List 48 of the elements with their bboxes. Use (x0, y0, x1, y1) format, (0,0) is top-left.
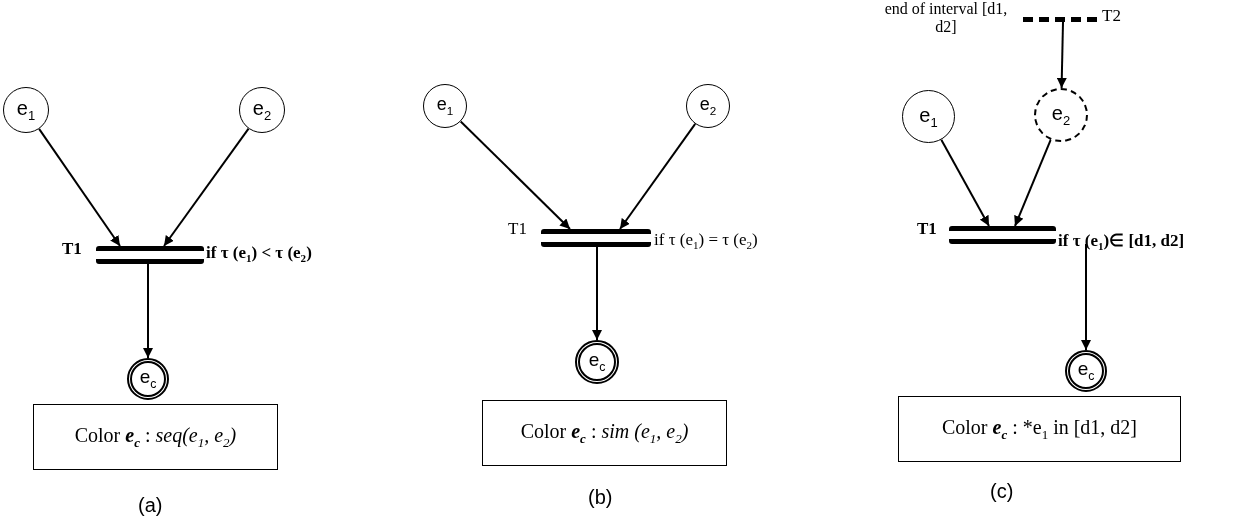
transition-bar (949, 226, 1056, 244)
transition-bar (541, 229, 651, 247)
transition-label: T1 (917, 220, 937, 238)
event-label: e$_{2}$ (1051, 103, 1071, 127)
event-circle (686, 84, 730, 128)
event-label: e$_{c}$ (1077, 359, 1095, 383)
condition-text: T2 (1102, 7, 1121, 25)
double-circle (1065, 350, 1107, 392)
event-label: e$_{c}$ (588, 350, 606, 374)
transition-label: T1 (508, 220, 527, 238)
dotted-bar (1023, 17, 1097, 23)
event-label: e$_{c}$ (139, 367, 157, 391)
event-label: e$_{1}$ (16, 98, 36, 122)
event-label: e$_{2}$ (699, 95, 717, 117)
annotation-text: end of interval [d1, d2] (883, 0, 1009, 36)
event-label: e$_{2}$ (252, 98, 272, 122)
arrow (143, 263, 153, 359)
event-label: e$_{1}$ (919, 104, 938, 129)
transition-label: T1 (62, 240, 82, 258)
color-rule-text: Color e$_{c}$ : seq(e$_{1}$, e$_{2}$) (74, 423, 237, 451)
event-circle (3, 87, 49, 133)
panel-caption: (b) (588, 486, 613, 509)
event-circle (239, 87, 285, 133)
color-rule-text: Color e$_{c}$ : *e$_{1}$ in [d1, d2] (941, 415, 1138, 443)
arrow (592, 246, 602, 341)
panel-caption: (c) (990, 480, 1014, 503)
condition-text: if τ (e$_{1}$) = τ (e$_{2}$) (654, 231, 758, 252)
color-box (33, 404, 278, 470)
panel-caption: (a) (138, 494, 163, 517)
double-circle (127, 358, 169, 400)
arrow (38, 127, 121, 247)
arrow (459, 120, 571, 230)
event-circle (423, 84, 467, 128)
arrow (940, 138, 990, 227)
event-circle (902, 90, 955, 143)
color-box (898, 396, 1181, 462)
color-box (482, 400, 727, 466)
transition-bar (96, 246, 204, 264)
event-label: e$_{1}$ (436, 95, 454, 117)
condition-text: if τ (e$_{1}$) < τ (e$_{2}$) (206, 244, 312, 265)
arrow (1014, 138, 1052, 227)
arrow (1081, 243, 1091, 351)
condition-text: if τ (e$_{1}$)∈ [d1, d2] (1058, 232, 1185, 253)
color-rule-text: Color e$_{c}$ : sim (e$_{1}$, e$_{2}$) (520, 419, 689, 447)
arrow (1056, 21, 1067, 89)
arrow (619, 122, 697, 230)
double-circle (575, 340, 619, 384)
arrow (163, 127, 250, 247)
